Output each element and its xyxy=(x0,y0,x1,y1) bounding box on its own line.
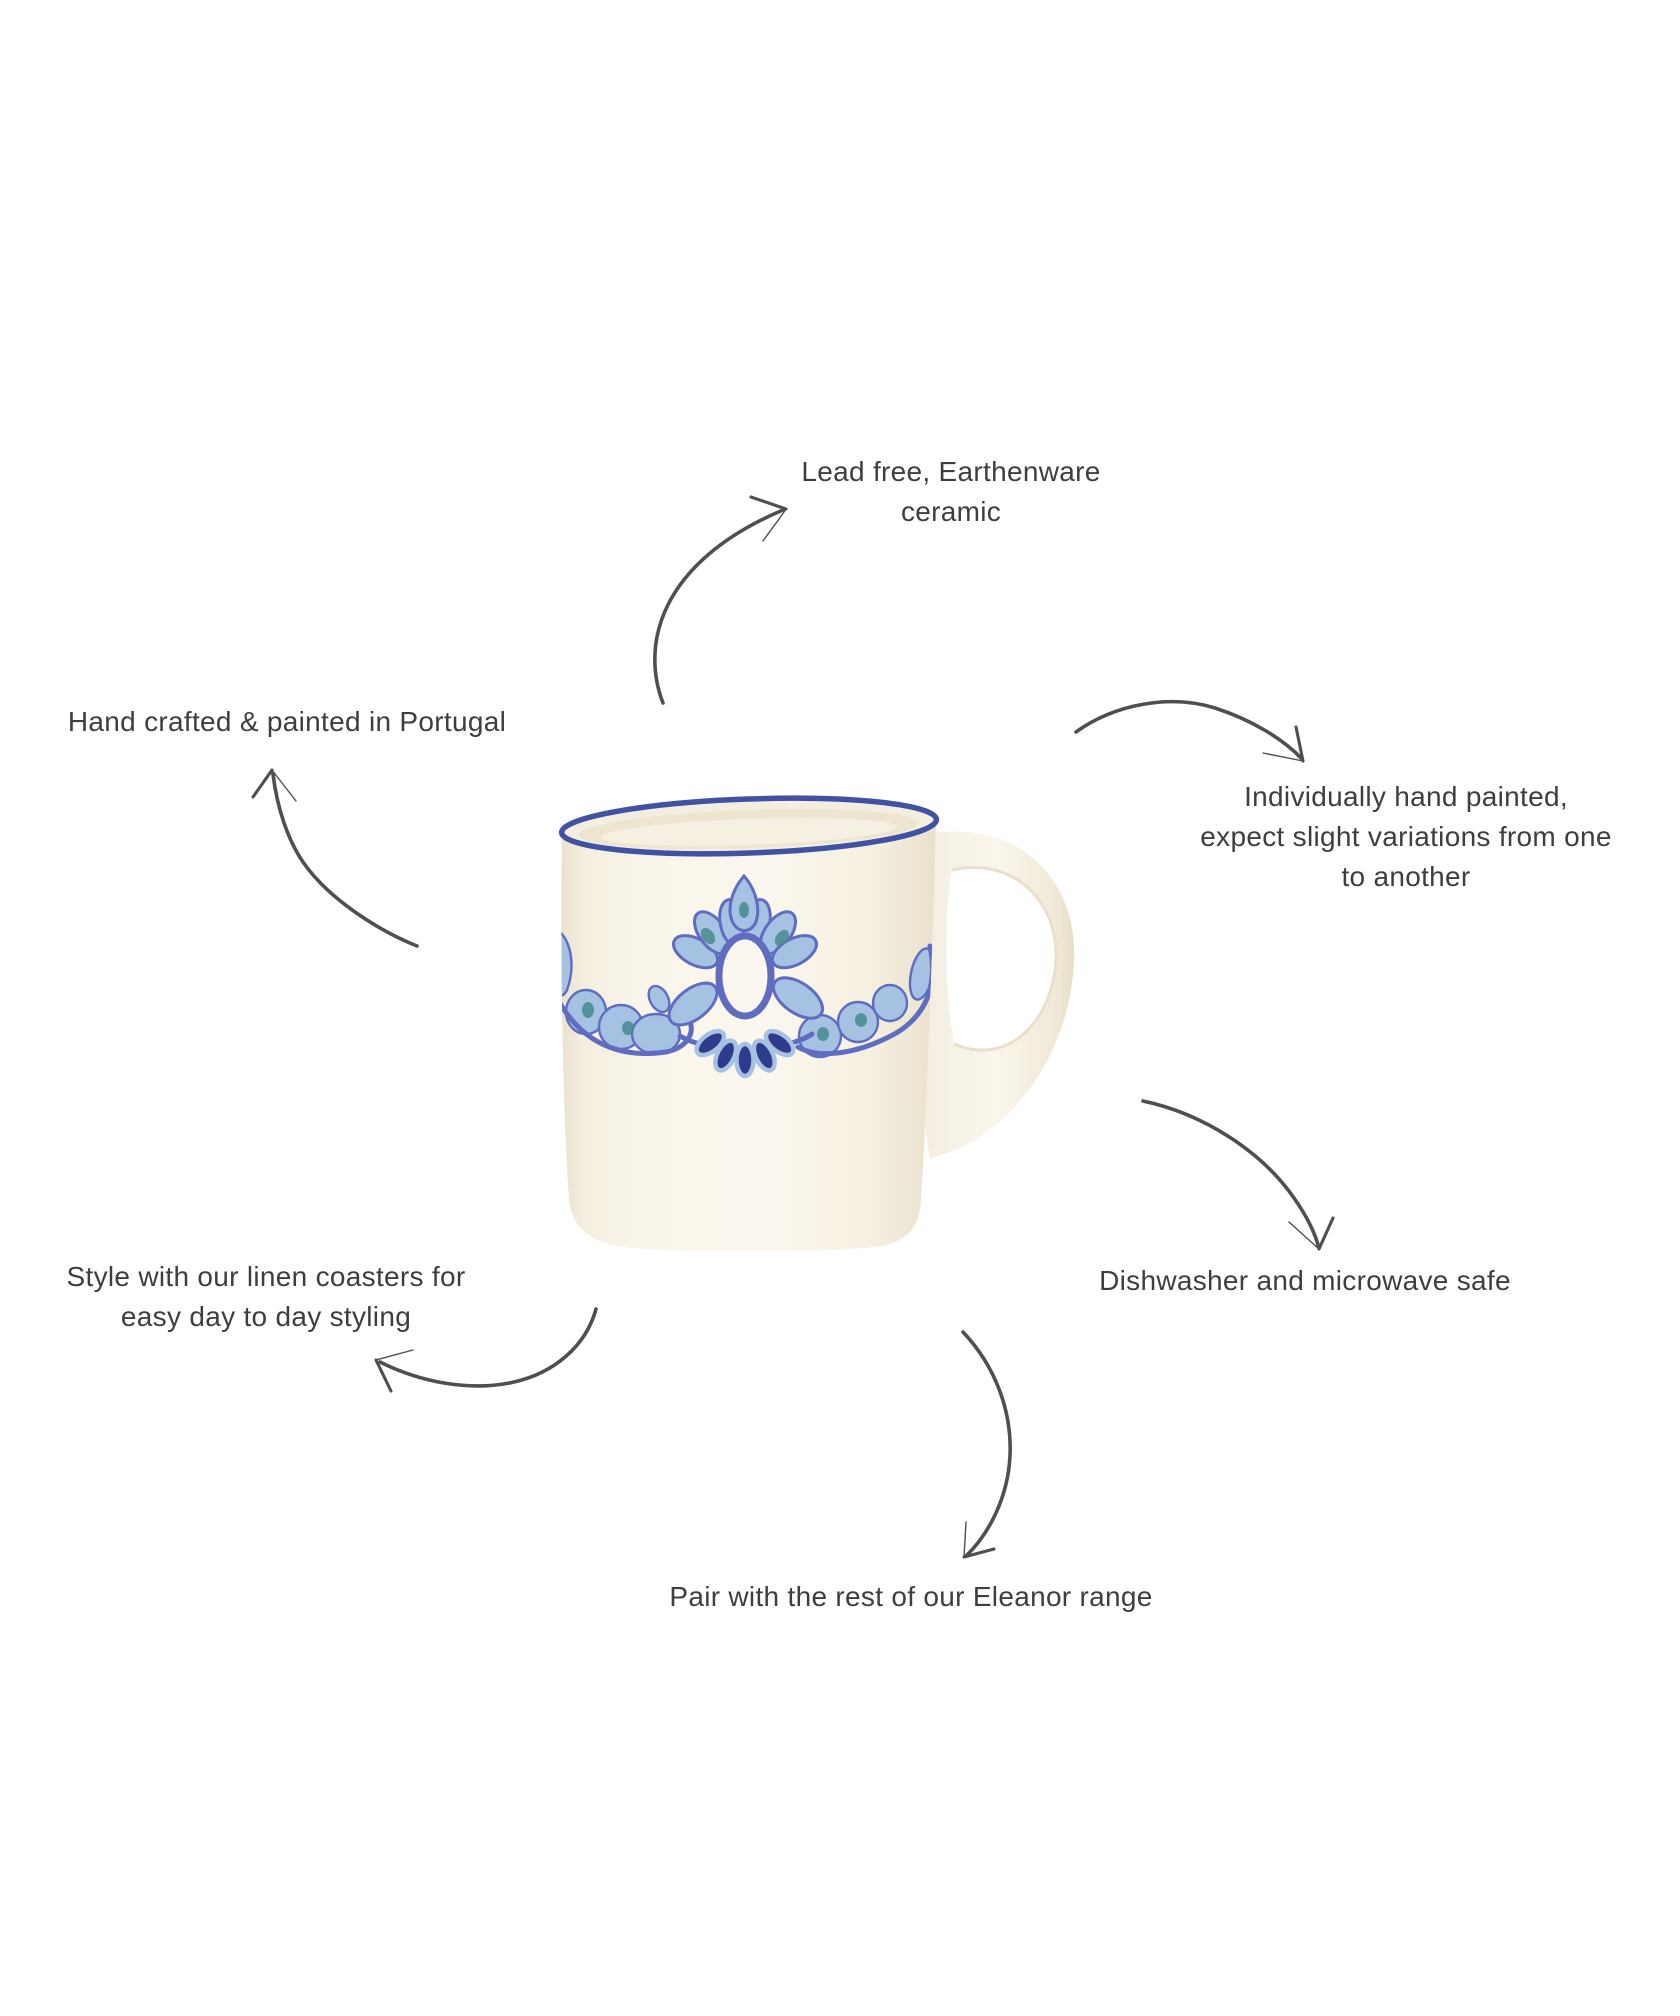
label-dishwasher: Dishwasher and microwave safe xyxy=(1099,1265,1511,1296)
label-coasters: Style with our linen coasters for easy d… xyxy=(66,1261,466,1332)
arrow-to-pair-range-icon xyxy=(961,1330,1012,1559)
arrow-to-coasters-icon xyxy=(374,1307,598,1393)
arrow-to-lead-free-icon xyxy=(653,495,788,705)
arrow-to-hand-painted-icon xyxy=(1074,699,1305,763)
pattern-left-scroll xyxy=(561,930,694,1056)
label-hand-painted: Individually hand painted, expect slight… xyxy=(1200,781,1612,892)
label-lead-free: Lead free, Earthenware ceramic xyxy=(801,456,1101,527)
label-hand-crafted: Hand crafted & painted in Portugal xyxy=(67,706,507,737)
mug-rim xyxy=(558,795,940,857)
mug-painted-pattern xyxy=(561,873,936,1076)
arrow-to-dishwasher-icon xyxy=(1141,1099,1335,1251)
label-pair-range: Pair with the rest of our Eleanor range xyxy=(669,1581,1153,1612)
product-image-mug xyxy=(558,795,1075,1252)
pattern-right-scroll xyxy=(795,943,936,1059)
arrow-to-hand-crafted-icon xyxy=(251,768,419,948)
mug-handle xyxy=(918,831,1075,1158)
pattern-central-palmette xyxy=(666,873,824,1076)
